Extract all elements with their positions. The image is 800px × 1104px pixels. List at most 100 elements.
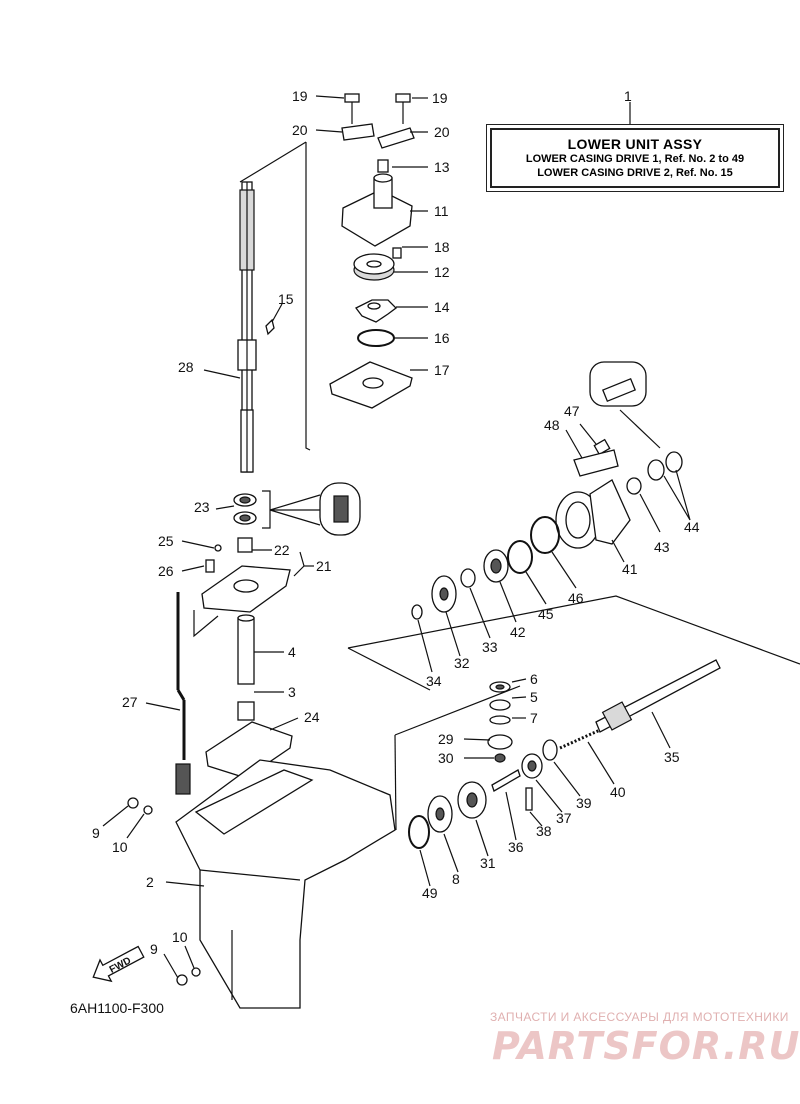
needle-bearing-43 [626,477,642,495]
bolt-47 [593,438,611,456]
spring-40 [559,728,601,750]
grommet-3 [237,701,255,721]
callout-19-left: 19 [292,88,308,104]
forward-gear-31 [457,781,487,819]
callout-17: 17 [434,362,450,378]
o-ring-45 [507,540,533,574]
callout-19-right: 19 [432,90,448,106]
callout-46: 46 [568,590,584,606]
propeller-shaft [595,659,721,733]
legend-title: LOWER UNIT ASSY [567,136,703,152]
callout-20-right: 20 [434,124,450,140]
cross-pin-ring-39 [542,739,558,761]
lower-casing [175,759,396,1009]
o-ring-25 [214,544,222,552]
oil-seals [233,493,257,525]
callout-5: 5 [530,689,538,705]
ball-bearing-42 [483,549,509,583]
shim-49 [408,815,430,849]
callout-47: 47 [564,403,580,419]
callout-45: 45 [538,606,554,622]
o-ring-46 [530,516,560,554]
water-pump-bolts [344,93,411,124]
callout-9-bottom: 9 [150,941,158,957]
washer-10-top [143,805,153,815]
callout-2: 2 [146,874,154,890]
leader-lines [102,95,691,979]
watermark-tagline: ЗАПЧАСТИ И АКСЕССУАРЫ ДЛЯ МОТОТЕХНИКИ [490,1010,789,1024]
legend-row-2: LOWER CASING DRIVE 2, Ref. No. 15 [537,167,733,179]
fwd-label: FWD [108,955,133,975]
gasket-24 [205,721,293,779]
callout-33: 33 [482,639,498,655]
o-ring-16 [357,329,395,347]
callout-numbers: 19 19 20 20 13 11 18 12 15 14 16 28 17 2… [92,88,700,957]
callout-27: 27 [122,694,138,710]
watermark-logo: PARTSFOR.RU [492,1024,800,1068]
callout-18: 18 [434,239,450,255]
reverse-gear-32 [431,575,457,613]
legend-box: LOWER UNIT ASSY LOWER CASING DRIVE 1, Re… [490,128,780,188]
plate-washer-left [341,123,375,141]
callout-1: 1 [624,88,632,104]
washer-10-bottom [191,967,201,977]
callout-13: 13 [434,159,450,175]
callout-48: 48 [544,417,560,433]
callout-15: 15 [278,291,294,307]
woodruff-key [265,318,275,336]
callout-7: 7 [530,710,538,726]
callout-10-bottom: 10 [172,929,188,945]
callout-11: 11 [434,203,449,219]
callout-14: 14 [434,299,450,315]
dog-clutch-37 [521,753,543,779]
shift-rod [175,592,191,795]
pin-18 [392,247,402,259]
screw-9-top [127,797,139,809]
bearing-8 [427,795,453,833]
callout-3: 3 [288,684,296,700]
callout-38: 38 [536,823,552,839]
screw-9-bottom [176,974,188,986]
pin-38 [525,787,533,811]
shim-33 [460,568,476,588]
callout-16: 16 [434,330,450,346]
bearing-housing-41 [555,479,631,549]
callout-32: 32 [454,655,470,671]
callout-29: 29 [438,731,454,747]
callout-31: 31 [480,855,496,871]
callout-8: 8 [452,871,460,887]
callout-4: 4 [288,644,296,660]
oil-seal-housing [201,565,291,613]
callout-37: 37 [556,810,572,826]
shim-34 [411,604,423,620]
callout-24: 24 [304,709,320,725]
callout-12: 12 [434,264,450,280]
insert-cartridge [353,253,395,281]
callout-10-top: 10 [112,839,128,855]
callout-35: 35 [664,749,680,765]
oil-seals-44 [647,451,683,481]
callout-39: 39 [576,795,592,811]
callout-41: 41 [622,561,638,577]
callout-42: 42 [510,624,526,640]
seal-detail-callout [319,482,361,536]
grease-detail-callout [589,361,647,407]
callout-6: 6 [530,671,538,687]
washer-48 [573,449,619,477]
callout-49: 49 [422,885,438,901]
bolt-26 [205,559,215,573]
plate-washer-right [377,127,415,149]
plunger-36 [491,769,521,792]
legend-row-1: LOWER CASING DRIVE 1, Ref. No. 2 to 49 [525,153,745,165]
pinion-stack [487,681,513,763]
callout-21: 21 [316,558,332,574]
impeller [355,299,397,323]
callout-36: 36 [508,839,524,855]
pump-case [341,159,413,247]
callout-26: 26 [158,563,174,579]
callout-40: 40 [610,784,626,800]
callout-23: 23 [194,499,210,515]
leader-bracket [305,142,311,451]
callout-30: 30 [438,750,454,766]
